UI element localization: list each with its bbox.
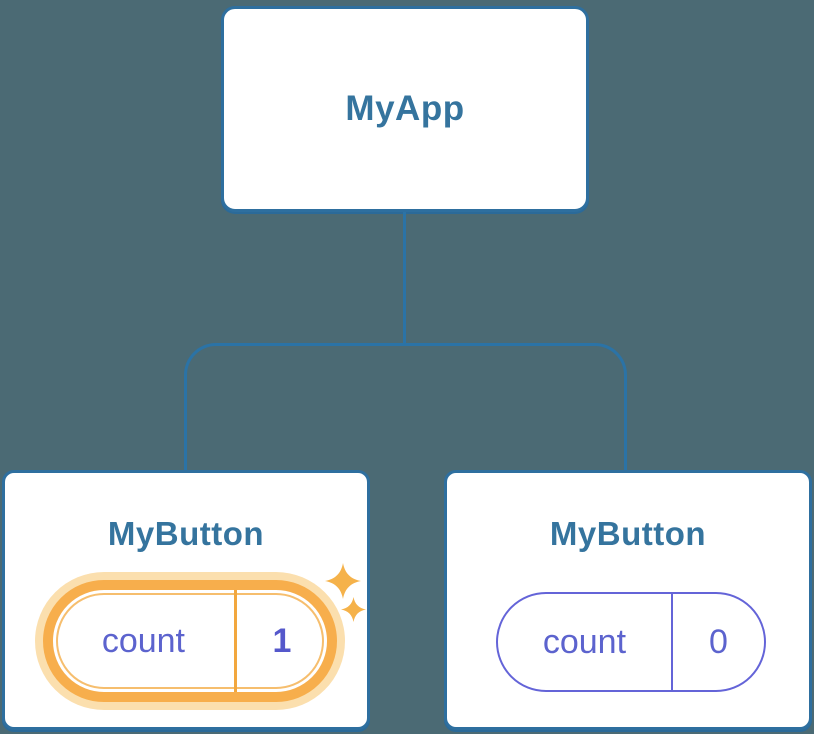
component-node-myapp: MyApp — [221, 6, 589, 212]
state-pill: count 0 — [496, 592, 766, 692]
state-pill-highlighted: count 1 — [43, 580, 337, 702]
state-value: 0 — [708, 622, 728, 661]
sparkle-icon — [341, 597, 366, 622]
node-title: MyButton — [107, 515, 265, 552]
node-title: MyApp — [345, 89, 465, 128]
tree-connector-branch — [184, 343, 627, 470]
state-value: 1 — [272, 621, 292, 660]
component-node-mybutton: MyButton count 0 — [444, 470, 812, 730]
state-name-label: count — [53, 590, 237, 692]
node-title: MyButton — [549, 515, 707, 552]
component-node-mybutton-updated: MyButton count 1 — [2, 470, 370, 730]
state-name-label: count — [498, 594, 673, 690]
tree-connector-stem — [403, 212, 406, 345]
sparkle-icon — [325, 563, 361, 599]
